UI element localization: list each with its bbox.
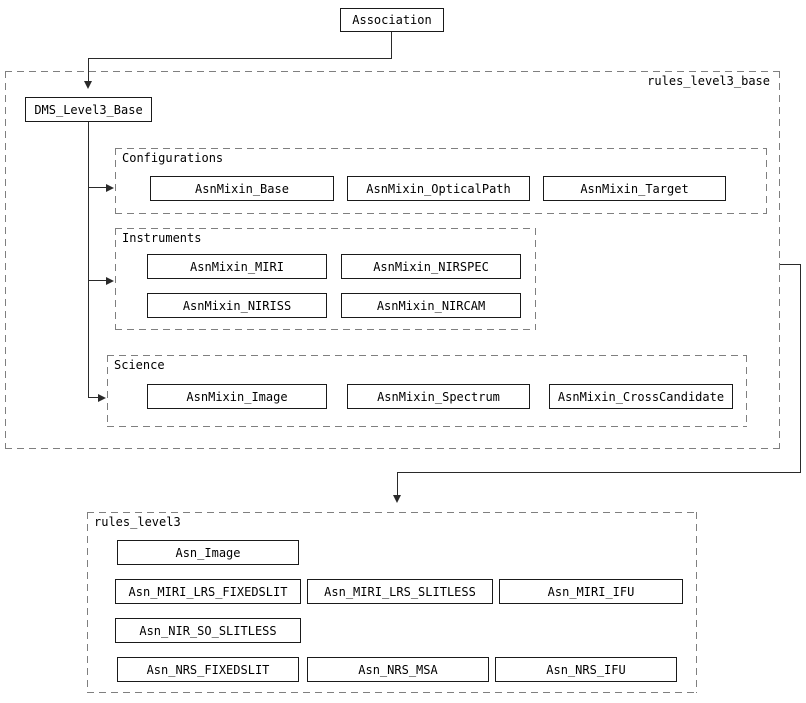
edge-association-to-dms-h1 — [88, 58, 392, 59]
node-asn-nir-so-slitless: Asn_NIR_SO_SLITLESS — [115, 618, 301, 643]
cluster-border — [115, 228, 536, 229]
edge-base-to-rules-h2 — [397, 472, 801, 473]
cluster-label-rules-level3: rules_level3 — [94, 515, 181, 529]
node-asn-image: Asn_Image — [117, 540, 299, 565]
cluster-label-configurations: Configurations — [122, 151, 224, 165]
cluster-border — [115, 148, 767, 149]
cluster-border — [107, 355, 108, 427]
node-asnmixin-base: AsnMixin_Base — [150, 176, 334, 201]
edge-base-to-rules-h1 — [780, 264, 801, 265]
edge-branch-configurations — [88, 187, 106, 188]
cluster-border — [5, 71, 780, 72]
edge-branch-instruments — [88, 280, 106, 281]
node-asn-miri-ifu: Asn_MIRI_IFU — [499, 579, 683, 604]
cluster-border — [779, 71, 780, 449]
node-asnmixin-spectrum: AsnMixin_Spectrum — [347, 384, 530, 409]
edge-arrowhead-right-icon — [106, 277, 114, 285]
cluster-label-rules-level3-base: rules_level3_base — [647, 74, 770, 88]
edge-association-to-dms-v2 — [88, 58, 89, 82]
node-association: Association — [340, 8, 444, 32]
cluster-border — [746, 355, 747, 427]
edge-association-to-dms-v1 — [391, 32, 392, 58]
node-asnmixin-target: AsnMixin_Target — [543, 176, 726, 201]
node-asn-nrs-fixedslit: Asn_NRS_FIXEDSLIT — [117, 657, 299, 682]
cluster-border — [696, 512, 697, 693]
cluster-rules-level3-base: rules_level3_base — [5, 71, 780, 449]
node-asnmixin-nirspec: AsnMixin_NIRSPEC — [341, 254, 521, 279]
cluster-configurations: Configurations — [115, 148, 767, 214]
cluster-border — [107, 426, 747, 427]
cluster-border — [766, 148, 767, 214]
cluster-border — [87, 692, 697, 693]
edge-branch-science — [88, 397, 98, 398]
edge-arrowhead-right-icon — [98, 394, 106, 402]
cluster-label-science: Science — [114, 358, 165, 372]
node-asnmixin-opticalpath: AsnMixin_OpticalPath — [347, 176, 530, 201]
edge-arrowhead-right-icon — [106, 184, 114, 192]
node-asn-nrs-msa: Asn_NRS_MSA — [307, 657, 489, 682]
cluster-instruments: Instruments — [115, 228, 536, 330]
node-asn-nrs-ifu: Asn_NRS_IFU — [495, 657, 677, 682]
node-asnmixin-niriss: AsnMixin_NIRISS — [147, 293, 327, 318]
cluster-border — [107, 355, 747, 356]
node-asn-miri-lrs-slitless: Asn_MIRI_LRS_SLITLESS — [307, 579, 493, 604]
cluster-border — [5, 448, 780, 449]
cluster-border — [115, 329, 536, 330]
cluster-border — [535, 228, 536, 330]
cluster-border — [5, 71, 6, 449]
cluster-border — [115, 148, 116, 214]
cluster-label-instruments: Instruments — [122, 231, 202, 245]
node-asnmixin-miri: AsnMixin_MIRI — [147, 254, 327, 279]
edge-arrowhead-down-icon — [84, 81, 92, 89]
cluster-border — [115, 228, 116, 330]
cluster-border — [115, 213, 767, 214]
edge-base-to-rules-v2 — [397, 472, 398, 496]
node-asn-miri-lrs-fixedslit: Asn_MIRI_LRS_FIXEDSLIT — [115, 579, 301, 604]
node-asnmixin-image: AsnMixin_Image — [147, 384, 327, 409]
edge-dms-trunk — [88, 122, 89, 398]
node-dms-level3-base: DMS_Level3_Base — [25, 97, 152, 122]
node-asnmixin-crosscandidate: AsnMixin_CrossCandidate — [549, 384, 733, 409]
cluster-border — [87, 512, 88, 693]
cluster-border — [87, 512, 697, 513]
cluster-science: Science — [107, 355, 747, 427]
node-asnmixin-nircam: AsnMixin_NIRCAM — [341, 293, 521, 318]
edge-base-to-rules-v1 — [800, 264, 801, 473]
edge-arrowhead-down-icon — [393, 495, 401, 503]
cluster-rules-level3: rules_level3 — [87, 512, 697, 693]
